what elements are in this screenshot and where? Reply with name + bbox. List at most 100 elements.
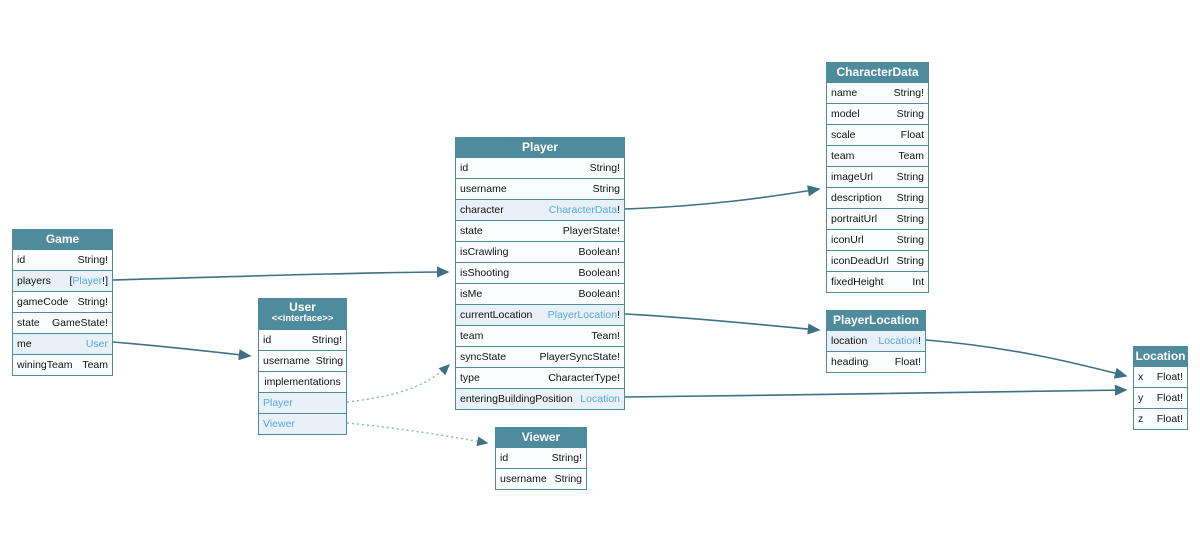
field-type: String [897, 192, 924, 204]
type-link[interactable]: Player [72, 275, 103, 287]
field-type: String [555, 473, 582, 485]
field-type: String! [590, 162, 620, 174]
field-name: id [263, 334, 272, 346]
table-header-location[interactable]: Location [1134, 347, 1187, 366]
field-row-character[interactable]: character CharacterData! [456, 199, 624, 220]
field-row-currentLocation[interactable]: currentLocation PlayerLocation! [456, 304, 624, 325]
section-row-implementations[interactable]: implementations [259, 371, 346, 392]
table-title: CharacterData [836, 65, 919, 79]
field-name: iconDeadUrl [831, 255, 889, 267]
field-type: CharacterType! [548, 372, 620, 384]
type-link[interactable]: Player [263, 397, 293, 409]
type-text: String! [77, 296, 108, 308]
table-header-game[interactable]: Game [13, 230, 112, 249]
field-name: character [460, 204, 504, 216]
field-row-id[interactable]: id String! [259, 329, 346, 350]
field-name: imageUrl [831, 171, 874, 183]
type-text: String [554, 473, 582, 485]
type-text: Float! [1156, 392, 1183, 404]
field-type: PlayerLocation! [548, 309, 620, 321]
table-header-playerlocation[interactable]: PlayerLocation [827, 311, 925, 330]
edge-user-implementation-viewer [346, 422, 489, 447]
type-link[interactable]: PlayerLocation [547, 309, 618, 321]
type-text: ! [918, 335, 921, 347]
field-type: Location! [878, 335, 921, 347]
field-row-id[interactable]: id String! [456, 157, 624, 178]
type-text: String [592, 183, 620, 195]
type-link[interactable]: Location [878, 335, 919, 347]
table-header-characterdata[interactable]: CharacterData [827, 63, 928, 82]
type-link[interactable]: Viewer [263, 418, 295, 430]
field-name: currentLocation [460, 309, 533, 321]
type-text: String! [77, 254, 108, 266]
field-type: PlayerSyncState! [539, 351, 620, 363]
type-link[interactable]: User [85, 338, 108, 350]
type-text: String [896, 192, 924, 204]
field-type: Team! [591, 330, 620, 342]
edge-game-me-to-user [112, 341, 252, 361]
field-type: CharacterData! [549, 204, 620, 216]
type-text: Float [900, 129, 924, 141]
field-type: String! [894, 87, 924, 99]
field-name: players [17, 275, 51, 287]
implementation-row-viewer[interactable]: Viewer [259, 413, 346, 434]
field-type: Int [912, 276, 924, 288]
field-type: String [593, 183, 620, 195]
field-name: id [460, 162, 469, 174]
type-text: String! [551, 452, 582, 464]
field-type: Float! [1157, 371, 1183, 383]
table-header-player[interactable]: Player [456, 138, 624, 157]
field-name: portraitUrl [831, 213, 878, 225]
implementation-row-player[interactable]: Player [259, 392, 346, 413]
type-link[interactable]: Location [580, 393, 620, 405]
field-type: String [897, 108, 924, 120]
field-row-players[interactable]: players[Player!] [13, 270, 112, 291]
type-link[interactable]: CharacterData [548, 204, 618, 216]
table-header-user[interactable]: User<<interface>> [259, 299, 346, 329]
type-text: String! [311, 334, 342, 346]
table-title: Viewer [521, 430, 561, 444]
type-text: Team! [591, 330, 620, 342]
table-header-viewer[interactable]: Viewer [496, 428, 586, 447]
